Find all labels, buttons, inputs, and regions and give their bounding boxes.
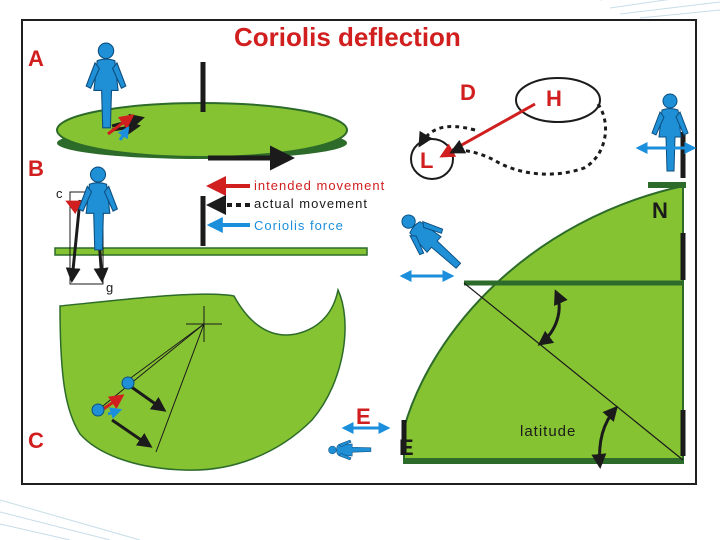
point-label-l: L xyxy=(420,148,433,173)
earth-quadrant: latitude N E E xyxy=(327,93,697,469)
diagram-title: Coriolis deflection xyxy=(234,22,461,52)
midlatitude-person xyxy=(391,203,470,280)
panel-c-ball-upper xyxy=(121,376,135,390)
latitude-label: latitude xyxy=(520,423,576,440)
point-label-d: D xyxy=(460,80,476,105)
legend-actual-label: actual movement xyxy=(254,196,368,211)
point-label-h: H xyxy=(546,86,562,111)
direction-label-n: N xyxy=(652,198,668,223)
panel-label-c: C xyxy=(28,428,44,453)
equator-person xyxy=(327,439,372,461)
legend: intended movement actual movement Coriol… xyxy=(206,176,385,233)
panel-b-person xyxy=(78,166,118,251)
vector-label-g: g xyxy=(106,280,113,295)
panel-label-b: B xyxy=(28,156,44,181)
direction-label-e-upper: E xyxy=(356,404,371,429)
legend-coriolis-label: Coriolis force xyxy=(254,218,344,233)
panel-c-ball-lower xyxy=(91,403,105,417)
pressure-schematic: D H L xyxy=(410,77,607,180)
vector-label-c: c xyxy=(56,186,63,201)
panel-label-a: A xyxy=(28,46,44,71)
panel-c-hemisphere xyxy=(59,287,346,471)
panel-b-side-view: c g xyxy=(54,166,368,295)
legend-intended-label: intended movement xyxy=(254,178,385,193)
direction-label-e-lower: E xyxy=(399,435,414,460)
panel-a-rotating-disc xyxy=(56,42,348,171)
